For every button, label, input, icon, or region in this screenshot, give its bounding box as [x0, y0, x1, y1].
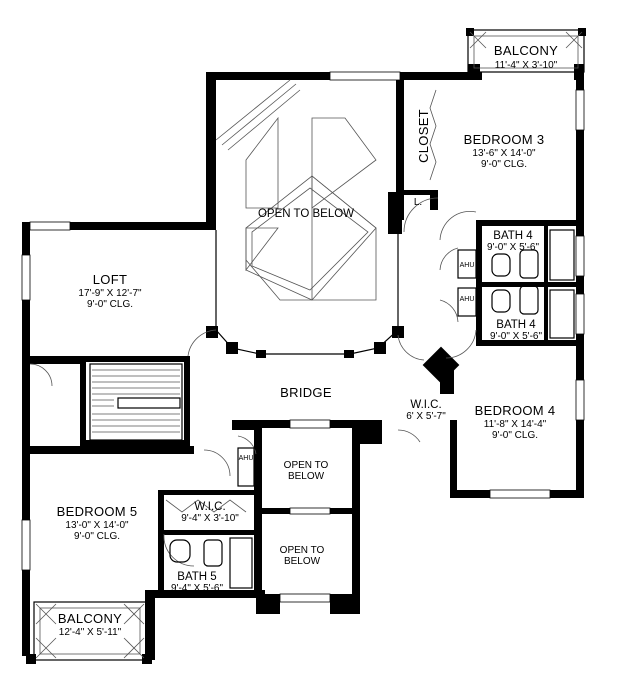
doors — [29, 89, 477, 567]
balcony-top-dims: 11'-4" X 3'-10" — [495, 60, 558, 71]
ahu1-label: AHU — [460, 262, 475, 269]
bath5-dims: 9'-4" X 5'-6" — [171, 583, 224, 594]
ahu2-label: AHU — [460, 296, 475, 303]
bath5-name: BATH 5 — [177, 571, 216, 583]
balcony-bottom — [26, 601, 152, 664]
wic1-dims: 6' X 5'-7" — [406, 411, 446, 422]
closet-label: CLOSET — [416, 109, 431, 163]
wic2-dims: 9'-4" X 3'-10" — [181, 513, 239, 524]
bedroom5-dims: 13'-0" X 14'-0" — [65, 520, 129, 531]
open-below-3-line1: OPEN TO — [280, 545, 325, 556]
bath4b-dims: 9'-0" X 5'-6" — [490, 331, 543, 342]
open-below-octagon — [215, 79, 399, 355]
room-labels: BALCONY 11'-4" X 3'-10" CLOSET BEDROOM 3… — [57, 43, 558, 638]
bath4a-name: BATH 4 — [493, 230, 533, 242]
balcony-bottom-dims: 12'-4" X 5'-11" — [59, 627, 122, 638]
wic1-name: W.I.C. — [410, 399, 441, 411]
open-below-2-line1: OPEN TO — [284, 460, 329, 471]
balcony-top — [466, 28, 586, 73]
bath4a-dims: 9'-0" X 5'-6" — [487, 242, 540, 253]
windows — [21, 71, 585, 603]
balcony-bottom-name: BALCONY — [58, 611, 122, 626]
loft-dims: 17'-9" X 12'-7" — [78, 288, 142, 299]
bedroom3-name: BEDROOM 3 — [464, 132, 545, 147]
bedroom3-ceiling: 9'-0" CLG. — [481, 159, 527, 170]
fixtures — [169, 229, 575, 589]
bedroom4-dims: 11'-8" X 14'-4" — [484, 419, 547, 430]
balcony-top-name: BALCONY — [494, 43, 558, 58]
open-below-3-line2: BELOW — [284, 556, 321, 567]
bath4b-name: BATH 4 — [496, 319, 536, 331]
bridge-label: BRIDGE — [280, 385, 332, 400]
stair — [89, 363, 183, 441]
open-below-1-label: OPEN TO BELOW — [258, 208, 354, 220]
bedroom3-dims: 13'-6" X 14'-0" — [472, 148, 536, 159]
bedroom4-ceiling: 9'-0" CLG. — [492, 430, 538, 441]
ahu3-label: AHU — [239, 455, 254, 462]
loft-ceiling: 9'-0" CLG. — [87, 299, 133, 310]
loft-name: LOFT — [93, 272, 127, 287]
open-below-2-line2: BELOW — [288, 471, 325, 482]
bedroom5-name: BEDROOM 5 — [57, 504, 138, 519]
linen-label: L. — [414, 197, 422, 208]
bedroom4-name: BEDROOM 4 — [475, 403, 556, 418]
bedroom5-ceiling: 9'-0" CLG. — [74, 531, 120, 542]
wic2-name: W.I.C. — [194, 501, 225, 513]
